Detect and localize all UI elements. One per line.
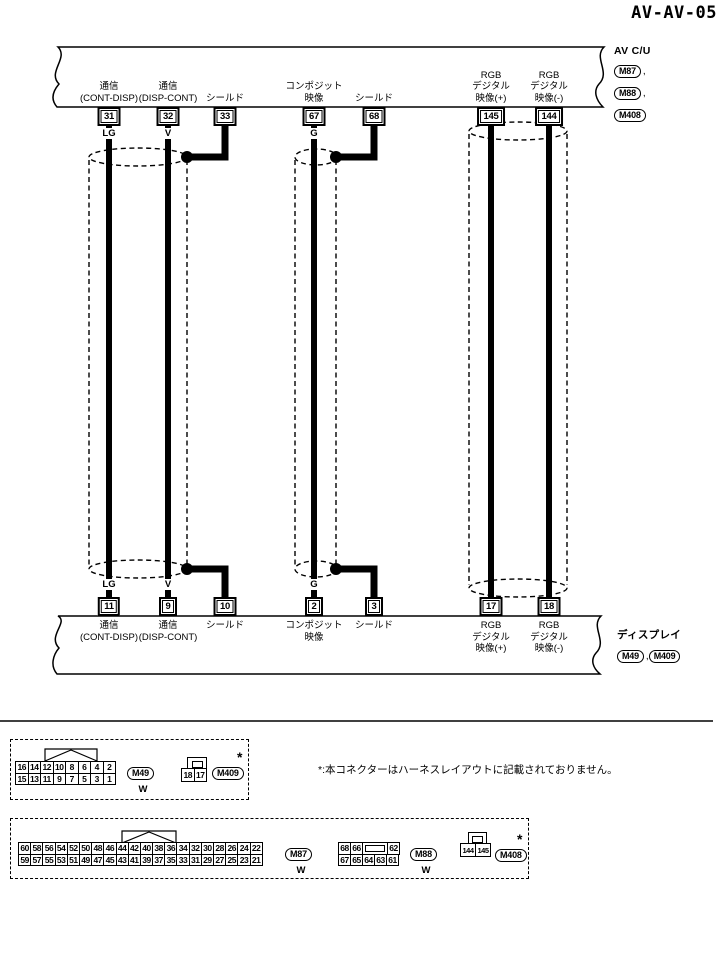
pin-terminal-top-145: 145	[477, 107, 505, 126]
pin-terminal-top-31: 31	[97, 107, 121, 126]
m88-key-slot	[365, 844, 385, 852]
signal-label-top-shield-comm: シールド	[205, 92, 245, 104]
shield-junction-dot-bottom-composite	[330, 563, 342, 575]
display-connector-m409: M409	[648, 650, 681, 663]
display-connector-m49: M49	[617, 650, 644, 663]
pin-terminal-bottom-2: 2	[305, 597, 323, 616]
pin-terminal-top-144: 144	[535, 107, 563, 126]
av-cu-band	[52, 46, 606, 108]
shield-junction-dot-top-comm	[181, 151, 193, 163]
shield-wire-bottom-composite	[338, 565, 378, 600]
pin-terminal-bottom-18: 18	[537, 597, 561, 616]
display-band	[52, 615, 603, 675]
av-cu-name: AV C/U	[614, 45, 651, 57]
pin-terminal-bottom-11: 11	[97, 597, 121, 616]
pin-terminal-top-33: 33	[213, 107, 237, 126]
asterisk-m408: *	[517, 831, 523, 847]
signal-label-bottom-comm-disp-cont: 通信(DISP-CONT)	[138, 620, 198, 643]
display-connector-list: M49,M409	[617, 646, 681, 664]
wire-color-top-composite-video: G	[309, 128, 319, 139]
m88-label: M88	[410, 848, 437, 861]
signal-label-top-composite-video: コンポジット映像	[285, 81, 343, 104]
page-title: AV-AV-05	[631, 3, 717, 23]
pin-terminal-top-68: 68	[362, 107, 386, 126]
display-name: ディスプレイ	[617, 629, 682, 641]
signal-label-bottom-shield-composite: シールド	[354, 620, 394, 631]
display-unit-label: ディスプレイ M49,M409	[617, 627, 681, 664]
pin-terminal-bottom-10: 10	[213, 597, 237, 616]
m49-color-code: W	[138, 784, 148, 795]
shield-wire-top-composite	[338, 125, 378, 161]
wire-color-bottom-composite-video: G	[309, 579, 319, 590]
asterisk-m409: *	[237, 749, 243, 765]
wire-color-bottom-comm-cont-disp: LG	[101, 579, 117, 590]
wire-color-top-comm-disp-cont: V	[163, 128, 173, 139]
shield-wire-top-comm	[189, 125, 229, 161]
pin-terminal-top-67: 67	[302, 107, 326, 126]
signal-label-bottom-comm-cont-disp: 通信(CONT-DISP)	[79, 620, 139, 643]
m408-label: M408	[495, 849, 527, 862]
wire-color-bottom-comm-disp-cont: V	[163, 579, 173, 590]
av-cu-connector-m88: M88	[614, 87, 641, 100]
av-cu-connector-m408: M408	[614, 109, 646, 122]
m87-connector-latch	[121, 830, 177, 844]
signal-label-bottom-composite-video: コンポジット映像	[285, 620, 343, 643]
signal-label-top-shield-composite: シールド	[354, 92, 394, 104]
av-cu-connector-list: M87,M88,M408	[614, 61, 651, 123]
pin-terminal-top-32: 32	[156, 107, 180, 126]
shield-cylinder-rgb	[468, 121, 568, 598]
signal-label-bottom-shield-comm: シールド	[205, 620, 245, 631]
pin-terminal-bottom-3: 3	[365, 597, 383, 616]
m49-connector-latch	[44, 748, 98, 762]
m87-color-code: W	[296, 865, 306, 876]
shield-junction-dot-top-composite	[330, 151, 342, 163]
signal-label-top-comm-cont-disp: 通信(CONT-DISP)	[79, 81, 139, 104]
signal-label-top-comm-disp-cont: 通信(DISP-CONT)	[138, 81, 198, 104]
wire-color-top-comm-cont-disp: LG	[101, 128, 117, 139]
shield-cylinder-comm	[88, 147, 188, 579]
av-cu-unit-label: AV C/U M87,M88,M408	[614, 45, 651, 123]
m88-color-code: W	[421, 865, 431, 876]
shield-junction-dot-bottom-comm	[181, 563, 193, 575]
av-cu-connector-m87: M87	[614, 65, 641, 78]
m409-label: M409	[212, 767, 244, 780]
m49-label: M49	[127, 767, 154, 780]
footnote: *:本コネクターはハーネスレイアウトに記載されておりません。	[318, 764, 618, 776]
pin-terminal-bottom-9: 9	[159, 597, 177, 616]
shield-wire-bottom-comm	[189, 565, 229, 600]
pin-terminal-bottom-17: 17	[479, 597, 503, 616]
m87-label: M87	[285, 848, 312, 861]
